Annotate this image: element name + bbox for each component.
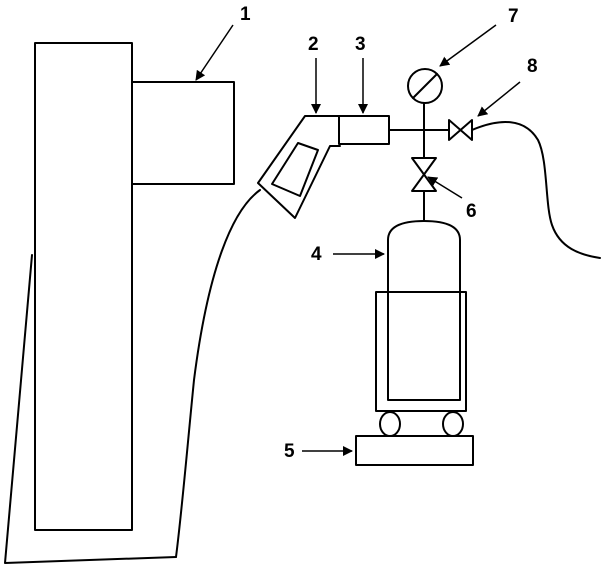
gun-body bbox=[257, 115, 341, 219]
label-5: 5 bbox=[284, 441, 295, 462]
label-6: 6 bbox=[466, 201, 477, 222]
outlet-valve-body bbox=[448, 119, 473, 141]
cradle-wheel-right bbox=[442, 411, 464, 437]
cylinder-cradle bbox=[375, 291, 467, 412]
main-unit bbox=[4, 42, 235, 564]
filter-box bbox=[338, 115, 390, 145]
side-housing bbox=[131, 81, 235, 185]
cradle-wheel-left bbox=[379, 411, 401, 437]
leader-arrow-7 bbox=[439, 24, 497, 67]
label-4: 4 bbox=[311, 244, 322, 265]
hose bbox=[175, 189, 261, 558]
cylinder-valve bbox=[411, 157, 437, 192]
leader-arrow-1 bbox=[195, 24, 234, 81]
label-8: 8 bbox=[527, 56, 538, 77]
label-3: 3 bbox=[355, 34, 366, 55]
label-2: 2 bbox=[308, 34, 319, 55]
label-7: 7 bbox=[508, 6, 519, 27]
main-column bbox=[34, 42, 133, 531]
gas-cylinder bbox=[375, 220, 467, 437]
slanted-base bbox=[4, 254, 177, 564]
leader-arrow-8 bbox=[477, 81, 521, 117]
gun-head bbox=[257, 115, 341, 219]
gauge-needle bbox=[412, 73, 438, 99]
pressure-gauge bbox=[407, 68, 443, 131]
cylinder-body bbox=[387, 220, 461, 401]
gun-window bbox=[271, 142, 319, 197]
label-1: 1 bbox=[240, 4, 251, 25]
outlet-valve bbox=[448, 119, 473, 141]
leader-arrow-6 bbox=[427, 176, 463, 199]
outlet-hose bbox=[471, 121, 601, 259]
scale-platform bbox=[355, 435, 474, 466]
gauge-dial bbox=[407, 68, 443, 104]
